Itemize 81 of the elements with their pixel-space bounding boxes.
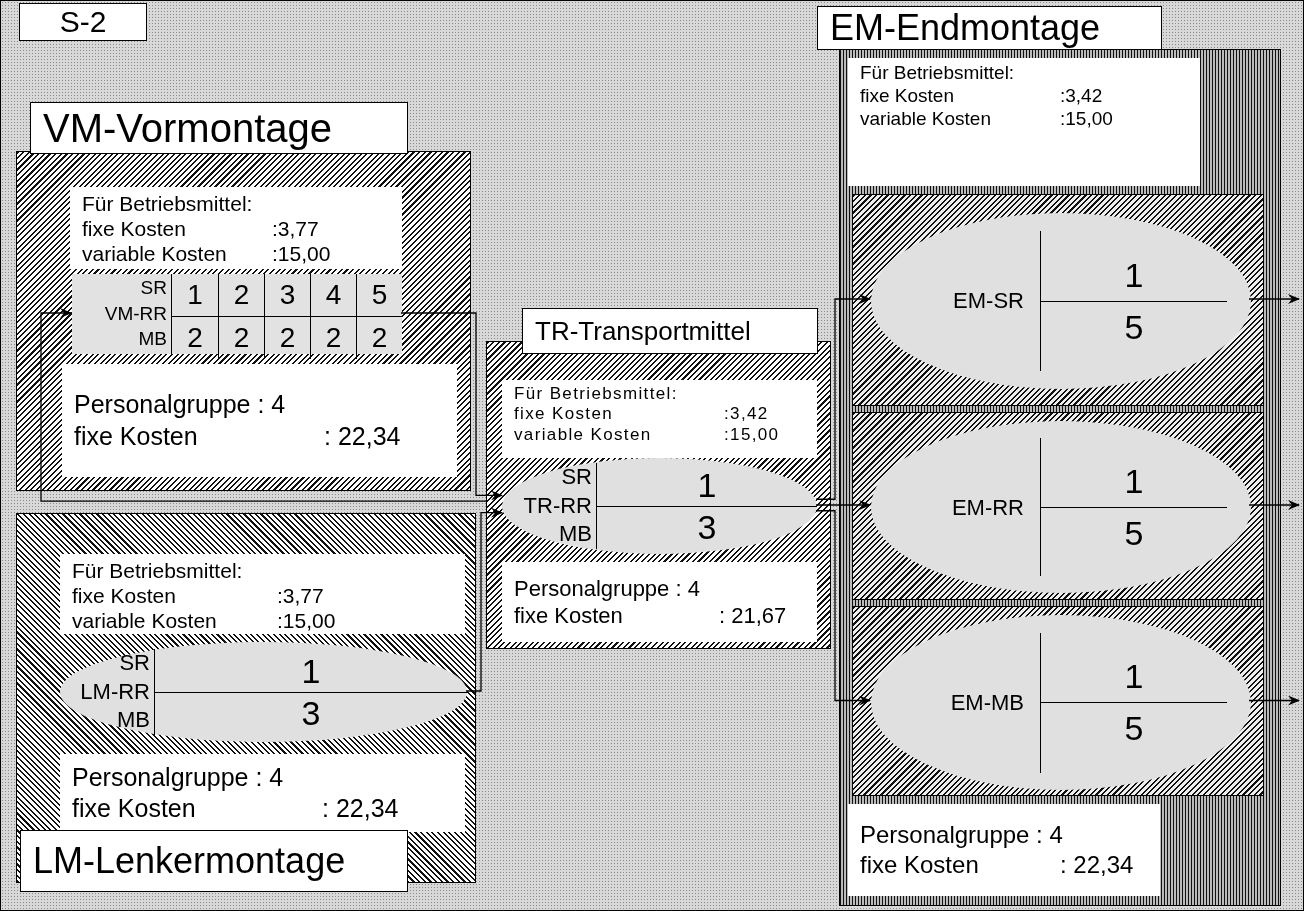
cost-label: fixe Kosten (74, 420, 199, 452)
table-value: 2 (264, 317, 310, 359)
station-value: 1 (1041, 455, 1227, 508)
station-name: EM-SR (953, 287, 1024, 316)
title-box: TR-Transportmittel (522, 308, 818, 354)
station-name: EM-RR (951, 493, 1024, 522)
arrow (815, 510, 871, 706)
band-panel (852, 412, 1264, 600)
cost-label: variable Kosten (860, 107, 992, 131)
row-label: SR (561, 463, 592, 492)
cost-value: :3,77 (272, 216, 319, 242)
sheet-label: S-2 (59, 7, 107, 37)
personnel-group: Personalgruppe : 4 (860, 820, 1148, 850)
cost-value: : 22,34 (324, 420, 401, 452)
row-label: SR (119, 649, 150, 678)
cost-value: :3,42 (1060, 84, 1103, 108)
personnel-group: Personalgruppe : 4 (72, 761, 453, 793)
row-label: LM-RR (80, 677, 150, 706)
table-value: 2 (218, 317, 264, 359)
cost-value: : 21,67 (719, 602, 787, 630)
title-box: EM-Endmontage (817, 6, 1162, 50)
cost-label: variable Kosten (82, 241, 228, 267)
row-label: SR (140, 276, 167, 300)
info-heading: Für Betriebsmittel: (514, 384, 679, 405)
personnel-group: Personalgruppe : 4 (74, 389, 445, 421)
cost-label: fixe Kosten (860, 850, 980, 880)
cost-value: : 22,34 (322, 793, 399, 824)
station-value: 5 (1123, 306, 1145, 348)
station-value: 5 (1123, 708, 1145, 749)
cost-label: variable Kosten (514, 424, 653, 446)
info-heading: Für Betriebsmittel: (72, 558, 244, 584)
cost-value: :15,00 (1060, 107, 1113, 131)
row-label: VM-RR (104, 301, 167, 326)
cost-label: fixe Kosten (860, 84, 955, 108)
station-value: 5 (1123, 512, 1145, 554)
band-panel (852, 194, 1264, 406)
cost-value: :15,00 (277, 608, 336, 634)
station-name: EM-MB (950, 689, 1024, 717)
sheet-label-box (19, 3, 147, 41)
arrow (465, 507, 503, 692)
table-value: 3 (264, 274, 310, 316)
station-value: 3 (300, 692, 322, 734)
row-label: MB (138, 327, 167, 352)
table-value: 4 (310, 274, 356, 316)
personnel-group: Personalgruppe : 4 (514, 574, 805, 602)
arrow (40, 308, 487, 502)
cost-value: :3,42 (724, 404, 769, 425)
cost-label: fixe Kosten (514, 404, 615, 425)
station-value: 1 (1041, 249, 1227, 302)
table-value: 2 (356, 317, 402, 359)
arrow (1248, 500, 1300, 510)
station-value: 3 (696, 506, 718, 548)
band-panel (852, 606, 1264, 796)
station-value: 1 (597, 464, 817, 507)
cost-value: : 22,34 (1060, 850, 1134, 880)
row-label: MB (559, 520, 592, 549)
table-value: 2 (310, 317, 356, 359)
table-value: 1 (186, 278, 204, 312)
title-box: VM-Vormontage (30, 102, 408, 154)
station-value: 1 (155, 650, 467, 693)
info-heading: Für Betriebsmittel: (82, 191, 254, 217)
arrow (815, 500, 871, 510)
table-value: 2 (218, 274, 264, 316)
cost-label: variable Kosten (72, 608, 218, 634)
cost-label: fixe Kosten (514, 602, 624, 630)
arrow (1248, 695, 1300, 706)
arrow (1248, 294, 1300, 304)
cost-label: fixe Kosten (72, 793, 197, 824)
cost-value: :15,00 (272, 241, 331, 267)
title-box: LM-Lenkermontage (20, 830, 408, 892)
info-heading: Für Betriebsmittel: (860, 62, 1016, 85)
cost-value: :15,00 (724, 424, 780, 446)
cost-label: fixe Kosten (82, 216, 187, 242)
station-value: 1 (1041, 651, 1227, 703)
row-label: TR-RR (523, 491, 592, 520)
cost-value: :3,77 (277, 583, 324, 609)
table-value: 5 (356, 274, 402, 316)
cost-label: fixe Kosten (72, 583, 177, 609)
table-value: 2 (186, 321, 204, 355)
row-label: MB (117, 706, 150, 735)
arrow (815, 294, 871, 500)
